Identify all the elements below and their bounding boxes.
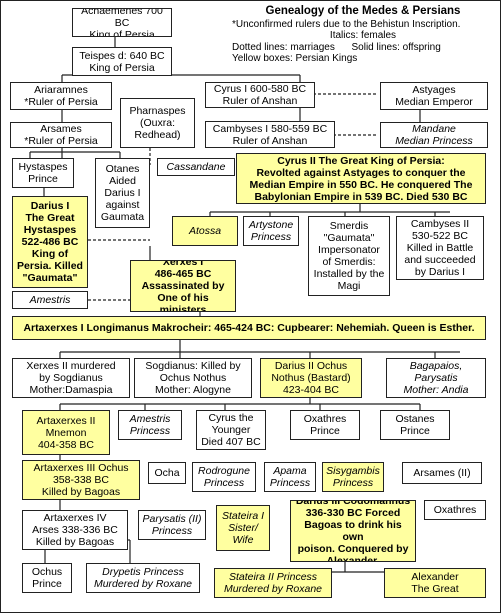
person-atossa: Atossa: [172, 216, 238, 246]
person-ostanes: Ostanes Prince: [380, 410, 450, 440]
person-amestris: Amestris: [12, 291, 88, 309]
person-cassandane: Cassandane: [157, 158, 235, 176]
person-xerxes-i: Xerxes I 486-465 BC Assassinated by One …: [130, 260, 236, 312]
person-parysatis-ii: Parysatis (II) Princess: [138, 510, 206, 540]
person-arsames: Arsames *Ruler of Persia: [10, 122, 112, 148]
person-oxathres-prince: Oxathres Prince: [290, 410, 360, 440]
person-darius-ii: Darius II Ochus Nothus (Bastard) 423-404…: [260, 358, 362, 398]
person-ocha: Ocha: [148, 462, 186, 484]
person-cambyses-i: Cambyses I 580-559 BC Ruler of Anshan: [205, 121, 335, 148]
person-ochus: Ochus Prince: [22, 563, 72, 593]
legend-lines: Dotted lines: marriages Solid lines: off…: [232, 41, 441, 53]
legend-yellow: Yellow boxes: Persian Kings: [232, 53, 358, 64]
chart-title: Genealogy of the Medes & Persians: [265, 5, 461, 17]
person-darius-i: Darius I The Great Hystaspes 522-486 BC …: [12, 196, 88, 288]
person-achaemenes: Achaemenes 700 BC King of Persia: [72, 8, 172, 37]
person-artaxerxes-iii: Artaxerxes III Ochus 358-338 BC Killed b…: [22, 460, 140, 500]
person-mandane: Mandane Median Princess: [380, 122, 488, 148]
person-xerxes-ii: Xerxes II murdered by Sogdianus Mother:D…: [12, 358, 130, 398]
person-apama: Apama Princess: [264, 462, 316, 492]
person-stateira-i: Stateira I Sister/ Wife: [216, 505, 270, 551]
person-cyrus-ii: Cyrus II The Great King of Persia: Revol…: [236, 153, 486, 204]
person-teispes: Teispes d: 640 BC King of Persia: [72, 47, 172, 76]
person-oxathres: Oxathres: [424, 500, 486, 520]
person-amestris-princess: Amestris Princess: [118, 410, 182, 440]
person-artaxerxes-ii: Artaxerxes II Mnemon 404-358 BC: [22, 410, 110, 455]
person-cyrus-the-younger: Cyrus the Younger Died 407 BC: [196, 410, 266, 450]
person-astyages: Astyages Median Emperor: [380, 82, 488, 110]
person-pharnaspes: Pharnaspes (Ouxra: Redhead): [120, 98, 195, 148]
person-sisygambis: Sisygambis Princess: [322, 462, 384, 492]
person-stateira-ii: Stateira II Princess Murdered by Roxane: [214, 568, 332, 598]
person-darius-iii: Darius III Codomannus 336-330 BC Forced …: [290, 500, 416, 562]
person-otanes: Otanes Aided Darius I against Gaumata: [95, 158, 150, 228]
person-cyrus-i: Cyrus I 600-580 BC Ruler of Anshan: [205, 82, 315, 108]
person-hystaspes: Hystaspes Prince: [12, 158, 74, 188]
person-rodrogune: Rodrogune Princess: [192, 462, 256, 492]
legend: Genealogy of the Medes & Persians *Uncon…: [232, 5, 494, 65]
person-cambyses-ii: Cambyses II 530-522 BC Killed in Battle …: [396, 216, 484, 280]
person-arsames-ii: Arsames (II): [402, 462, 482, 484]
person-alexander: Alexander The Great: [384, 568, 486, 598]
person-artystone: Artystone Princess: [243, 216, 299, 246]
legend-italics: Italics: females: [329, 30, 397, 41]
person-ariaramnes: Ariaramnes *Ruler of Persia: [10, 82, 112, 110]
person-artaxerxes-iv: Artaxerxes IV Arses 338-336 BC Killed by…: [22, 510, 128, 550]
person-drypetis: Drypetis Princess Murdered by Roxane: [86, 563, 200, 593]
person-bagapaios: Bagapaios, Parysatis Mother: Andia: [386, 358, 486, 398]
person-artaxerxes-i: Artaxerxes I Longimanus Makrocheir: 465-…: [12, 316, 486, 340]
person-sogdianus: Sogdianus: Killed by Ochus Nothus Mother…: [134, 358, 252, 398]
person-smerdis: Smerdis "Gaumata" Impersonator of Smerdi…: [308, 216, 390, 296]
legend-unconfirmed: *Unconfirmed rulers due to the Behistun …: [232, 18, 461, 30]
